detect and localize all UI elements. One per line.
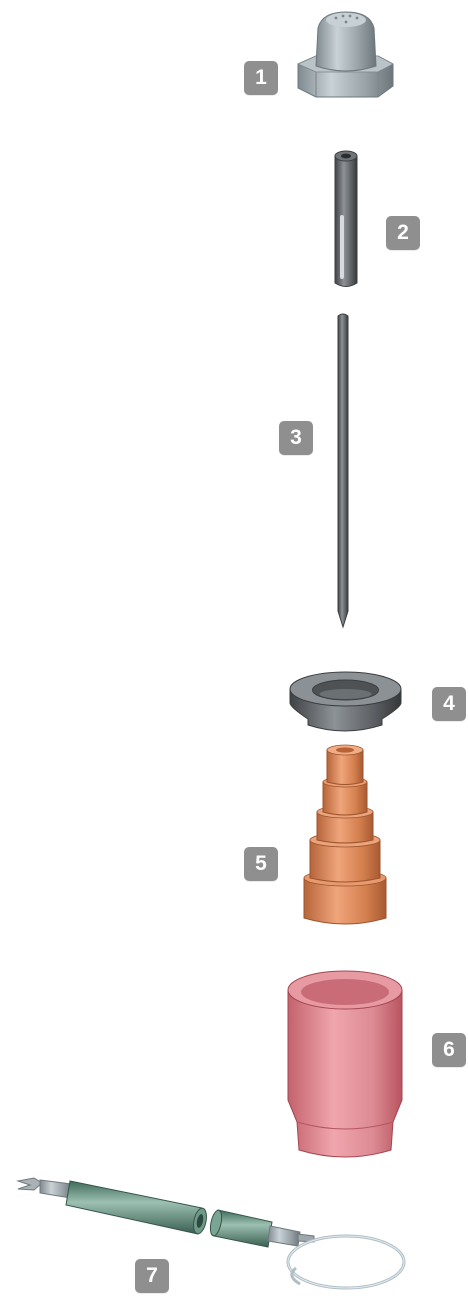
cable-hose-icon — [18, 1178, 404, 1288]
part-number-badge: 5 — [244, 847, 278, 881]
collet-body-icon — [304, 745, 386, 924]
electrode-rod-icon — [338, 314, 348, 627]
part-number-badge: 3 — [279, 421, 313, 455]
part-number-badge: 7 — [135, 1259, 169, 1293]
split-collet-icon — [335, 151, 357, 287]
part-number-badge: 6 — [432, 1033, 466, 1067]
part-number-badge: 1 — [244, 61, 278, 95]
part-number-badge: 4 — [432, 687, 466, 721]
hex-nut-cap-icon — [298, 12, 393, 97]
part-number-badge: 2 — [386, 216, 420, 250]
ceramic-nozzle-icon — [288, 971, 402, 1157]
washer-ring-icon — [290, 672, 401, 731]
